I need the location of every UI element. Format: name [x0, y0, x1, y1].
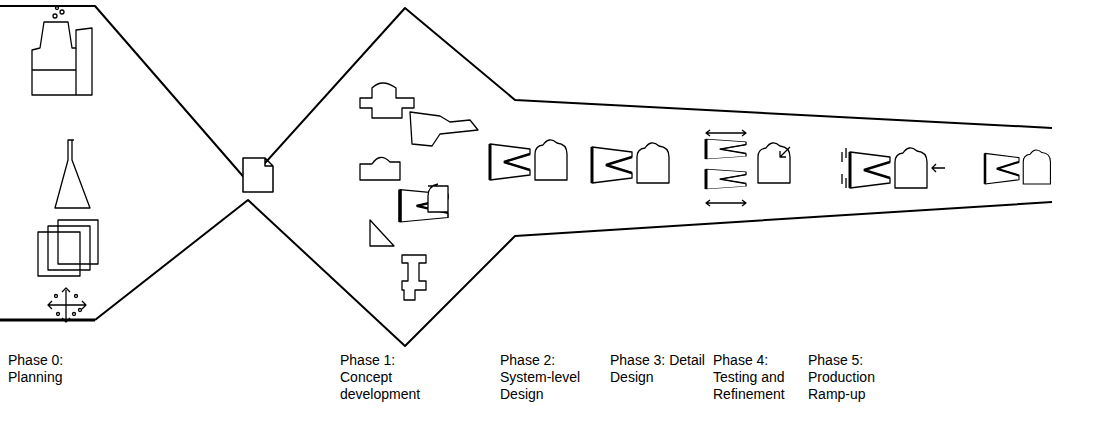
document-icon [243, 158, 273, 192]
funnel-outline [0, 6, 1052, 346]
phase-label: Phase 5: Production Ramp-up [808, 352, 900, 403]
product-stages [490, 130, 1050, 206]
concept-sketches [360, 83, 478, 300]
phase-label: Phase 2: System-level Design [500, 352, 592, 403]
phase-label: Phase 1: Concept development [340, 352, 440, 403]
phase-label: Phase 0: Planning [8, 352, 108, 386]
phase-label: Phase 3: Detail Design [610, 352, 708, 386]
phase-label: Phase 4: Testing and Refinement [713, 352, 805, 403]
planning-icons [32, 7, 98, 323]
